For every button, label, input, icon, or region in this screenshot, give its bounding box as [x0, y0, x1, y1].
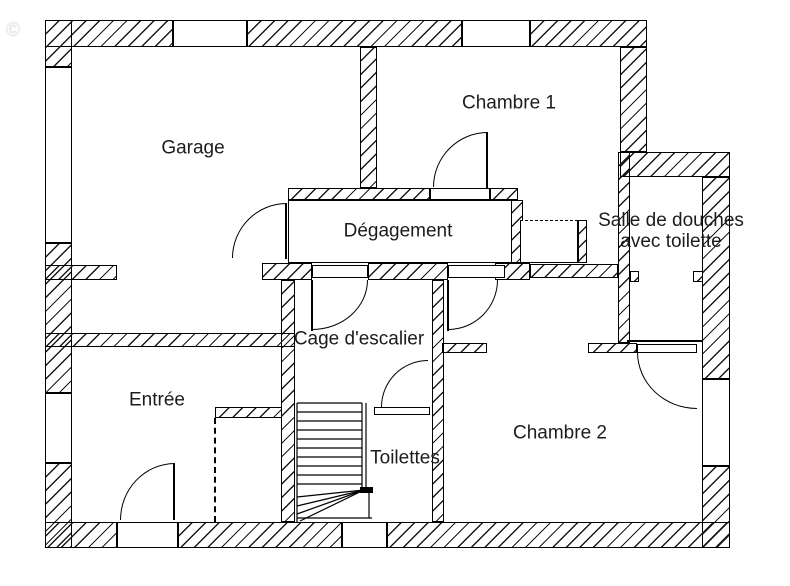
wall-stair-chambre2 [432, 280, 444, 522]
door-arc-chambre2 [637, 352, 697, 409]
wall-bottom-b [178, 522, 342, 548]
room-label-degagement: Dégagement [343, 220, 453, 242]
door-leaf-toilettes [374, 407, 430, 415]
wall-chambre2-top-a [442, 343, 487, 353]
wall-entree-top [45, 333, 295, 347]
wall-left-a [45, 20, 72, 67]
door-leaf-chambre1 [486, 132, 488, 188]
wall-douches-left [618, 152, 630, 343]
wall-corridor-d [530, 264, 618, 278]
door-arc-chambre1 [433, 132, 488, 187]
door-opening-chambre1 [430, 188, 490, 200]
douches-bottom-line [627, 340, 703, 342]
wall-under-chambre1-b [490, 188, 518, 200]
wall-right-a [702, 177, 730, 379]
degagement-room-box [288, 200, 512, 263]
wall-closet-right [578, 220, 587, 263]
entree-closet-front [214, 418, 216, 522]
door-opening-corridor [448, 265, 505, 278]
room-label-garage: Garage [161, 137, 225, 159]
door-arc-stairwell [312, 280, 368, 330]
front-door-opening [117, 522, 178, 548]
wall-garage-stub [45, 265, 117, 280]
garage-door-opening [45, 67, 72, 243]
door-leaf-entree [173, 463, 175, 520]
closet-box-chambre1 [520, 220, 578, 263]
door-arc-garage [232, 203, 287, 258]
door-leaf-garage [285, 203, 287, 259]
door-arc-toilettes [381, 360, 428, 407]
wall-chambre2-top-b [588, 343, 637, 353]
window-right-chambre2 [702, 379, 730, 466]
window-top-chambre1 [462, 20, 530, 47]
door-leaf-corridor [447, 280, 449, 331]
door-opening-stairwell [312, 265, 368, 278]
wall-right-upper [620, 47, 647, 152]
wall-bottom-c [387, 522, 730, 548]
wall-under-chambre1-a [288, 188, 430, 200]
room-label-chambre2: Chambre 2 [513, 422, 607, 444]
window-bottom-toilettes [342, 522, 387, 548]
wall-entree-closet-top [215, 407, 282, 418]
wall-corridor-b [368, 263, 448, 280]
copyright-watermark: © [6, 20, 20, 41]
room-label-toilettes: Toilettes [370, 447, 440, 469]
wall-douches-stub-right [693, 271, 703, 282]
wall-garage-chambre1 [360, 47, 377, 188]
door-arc-corridor [448, 280, 498, 330]
wall-douches-stub-left [630, 271, 639, 282]
staircase [296, 402, 373, 522]
window-left-entree [45, 393, 72, 463]
room-label-entree: Entrée [129, 389, 185, 411]
wall-top-b [247, 20, 462, 47]
window-top-garage [173, 20, 247, 47]
room-label-salle-de-douches: Salle de douches avec toilette [598, 210, 744, 252]
wall-top-c [530, 20, 647, 47]
door-arc-entree [120, 463, 175, 520]
room-label-cage-escalier: Cage d'escalier [293, 328, 425, 350]
room-label-chambre1: Chambre 1 [462, 92, 556, 114]
wall-stairwell-left [281, 280, 295, 522]
wall-bottom-a [45, 522, 117, 548]
salle-de-douches-line1: Salle de douches [598, 210, 744, 231]
door-leaf-stairwell [311, 280, 313, 331]
wall-notch [620, 152, 730, 177]
stair-direction-marker [360, 487, 373, 493]
salle-de-douches-line2: avec toilette [620, 231, 722, 252]
wall-corridor-a [262, 263, 312, 280]
